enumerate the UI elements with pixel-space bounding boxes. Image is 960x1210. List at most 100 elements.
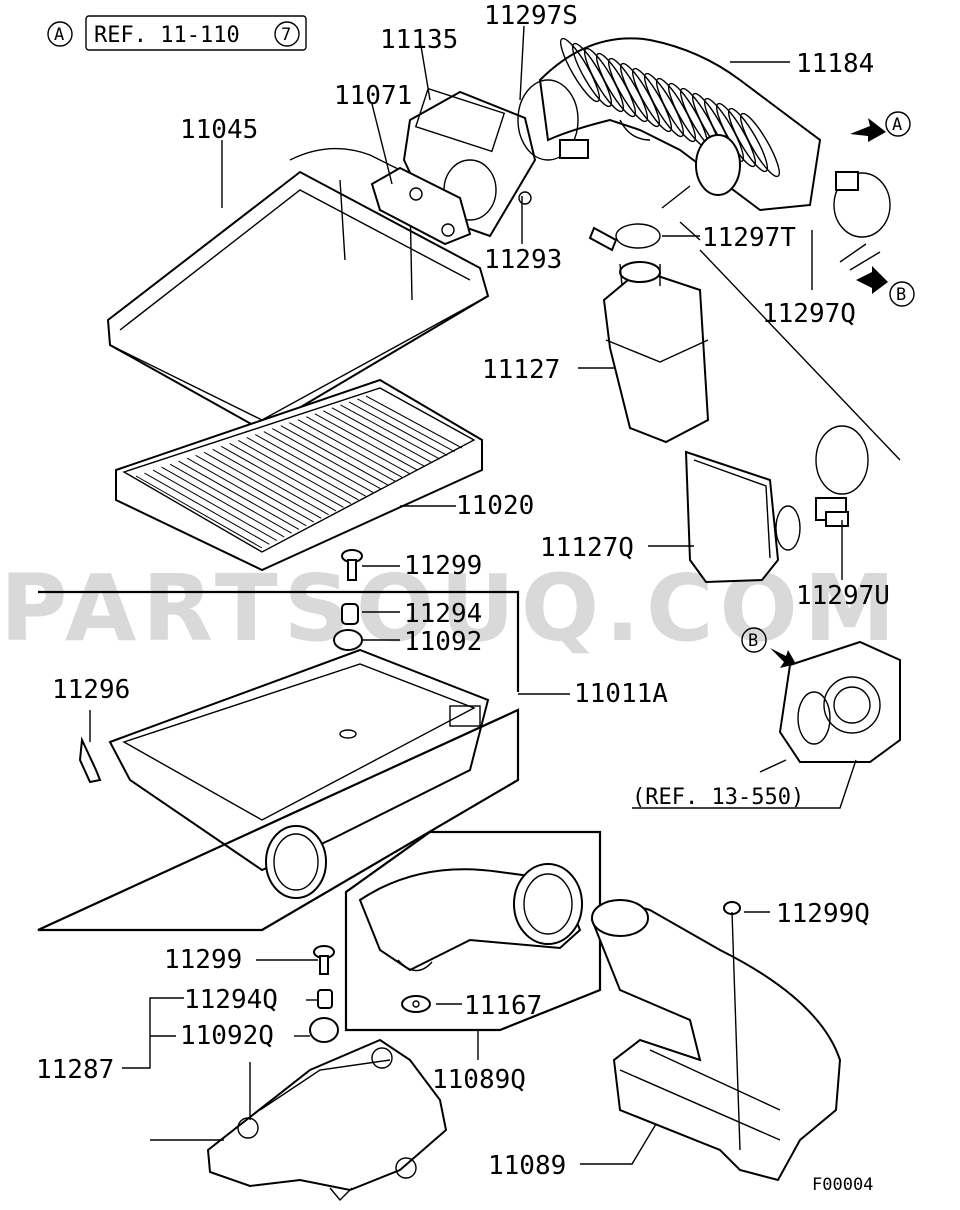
clip-11296[interactable] <box>78 736 102 784</box>
air-duct-lower[interactable] <box>590 899 842 1182</box>
hose-clamp-t[interactable] <box>588 223 661 252</box>
air-filter-element[interactable] <box>115 378 483 572</box>
filter-pleat-line <box>340 404 441 460</box>
collar-11294q[interactable] <box>317 989 333 1009</box>
filter-pleat-line <box>255 434 366 497</box>
filter-pleat-line <box>314 413 418 471</box>
arrow-from-b: B <box>741 627 796 668</box>
bolt-11299[interactable] <box>341 549 363 581</box>
filter-pleat-line <box>178 460 300 530</box>
filter-pleat-line <box>161 466 285 538</box>
arrow-to-a: A <box>850 111 911 142</box>
filter-pleat-line <box>289 422 396 482</box>
hose-clamp-u[interactable] <box>815 425 869 527</box>
ref-11-110-number: 7 <box>281 25 291 45</box>
hose-rib <box>728 107 768 173</box>
label-11127q[interactable]: 11127Q <box>540 533 634 563</box>
hose-rib <box>704 97 744 163</box>
filter-pleat-line <box>365 395 463 449</box>
leader-lines <box>89 25 901 1165</box>
part-labels: 11135 11297S 11184 11071 11045 11293 112… <box>36 1 890 1195</box>
label-11092[interactable]: 11092 <box>404 627 482 657</box>
collar-11294[interactable] <box>341 603 359 625</box>
label-11297t[interactable]: 11297T <box>702 223 796 253</box>
hose-rib <box>644 72 684 138</box>
air-intake-hose[interactable] <box>538 35 822 212</box>
label-ref-13-550[interactable]: (REF. 13-550) <box>632 785 804 810</box>
grommet-11092q[interactable] <box>309 1017 339 1043</box>
label-11011a[interactable]: 11011A <box>574 679 668 709</box>
label-11287[interactable]: 11287 <box>36 1055 114 1085</box>
label-11127[interactable]: 11127 <box>482 355 560 385</box>
label-11092q[interactable]: 11092Q <box>180 1021 274 1051</box>
filter-pleat-line <box>203 451 322 519</box>
svg-text:B: B <box>896 285 906 305</box>
hose-rib <box>596 52 636 118</box>
filter-pleat-line <box>135 475 263 549</box>
figure-code: F00004 <box>812 1175 873 1195</box>
label-11297u[interactable]: 11297U <box>796 581 890 611</box>
hose-rib <box>608 57 648 123</box>
filter-pleat-line <box>280 425 389 486</box>
label-11135[interactable]: 11135 <box>380 25 458 55</box>
filter-pleat-line <box>169 463 292 534</box>
resonator[interactable] <box>602 261 710 444</box>
hose-rib <box>656 77 696 143</box>
bolt-11299q[interactable] <box>723 901 741 1151</box>
label-11089q[interactable]: 11089Q <box>432 1065 526 1095</box>
arrow-to-b: B <box>856 266 915 307</box>
filter-pleat-line <box>272 428 381 490</box>
label-11294[interactable]: 11294 <box>404 599 482 629</box>
label-11297q[interactable]: 11297Q <box>762 299 856 329</box>
grommet-11092[interactable] <box>333 629 363 651</box>
air-cleaner-case[interactable] <box>108 648 490 899</box>
filter-pleat-line <box>263 431 374 493</box>
air-duct-upper[interactable] <box>358 863 583 972</box>
label-11293[interactable]: 11293 <box>484 245 562 275</box>
ref-a-marker: A <box>54 25 64 45</box>
label-11167[interactable]: 11167 <box>464 991 542 1021</box>
filter-pleat-line <box>152 469 278 542</box>
case-detail-box <box>37 590 520 932</box>
sensor-gasket[interactable] <box>370 166 472 246</box>
filter-pleat-line <box>237 440 352 504</box>
hose-rib <box>572 42 612 108</box>
hose-rib <box>584 47 624 113</box>
label-11294q[interactable]: 11294Q <box>184 985 278 1015</box>
filter-pleats <box>135 395 463 549</box>
hose-rib <box>620 62 660 128</box>
filter-pleat-line <box>212 448 329 516</box>
throttle-body[interactable] <box>759 640 901 773</box>
ref-11-110-label: REF. 11-110 <box>94 23 240 48</box>
filter-pleat-line <box>186 457 307 527</box>
label-11296[interactable]: 11296 <box>52 675 130 705</box>
bolt-11299-lower[interactable] <box>313 945 335 975</box>
label-11299-lower[interactable]: 11299 <box>164 945 242 975</box>
filter-pleat-line <box>323 410 426 467</box>
resonator-cover[interactable] <box>684 450 801 584</box>
air-cleaner-cover[interactable] <box>106 147 490 432</box>
filter-pleat-line <box>357 398 455 453</box>
grommet-11167[interactable] <box>401 995 431 1013</box>
label-11071[interactable]: 11071 <box>334 81 412 111</box>
filter-pleat-line <box>229 442 344 508</box>
filter-pleat-line <box>246 437 359 501</box>
svg-text:A: A <box>892 115 902 135</box>
hose-rib <box>560 37 600 103</box>
label-11297s[interactable]: 11297S <box>484 1 578 31</box>
label-11045[interactable]: 11045 <box>180 115 258 145</box>
label-11020[interactable]: 11020 <box>456 491 534 521</box>
label-11299q[interactable]: 11299Q <box>776 899 870 929</box>
bracket-11287[interactable] <box>206 1038 448 1202</box>
filter-pleat-line <box>220 445 337 512</box>
ref-a-box[interactable]: A REF. 11-110 7 <box>47 15 307 51</box>
label-11089[interactable]: 11089 <box>488 1151 566 1181</box>
label-11184[interactable]: 11184 <box>796 49 874 79</box>
hose-clamp-q[interactable] <box>833 171 891 238</box>
hose-clamp-s[interactable] <box>517 79 589 161</box>
filter-pleat-line <box>297 419 403 479</box>
label-11299[interactable]: 11299 <box>404 551 482 581</box>
filter-pleat-line <box>331 407 433 464</box>
